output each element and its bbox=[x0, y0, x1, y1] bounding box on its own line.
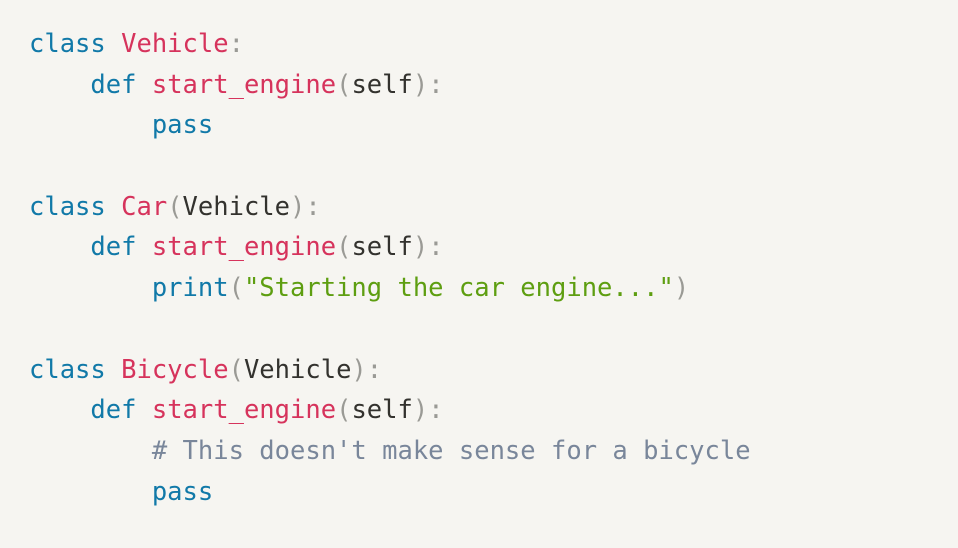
code-line-8 bbox=[29, 309, 958, 350]
token-plain bbox=[29, 70, 90, 100]
token-name: self bbox=[351, 232, 413, 263]
token-punct: ) bbox=[412, 395, 429, 426]
token-punct: : bbox=[428, 69, 444, 100]
token-plain bbox=[136, 232, 151, 262]
token-keyword: pass bbox=[151, 110, 214, 141]
token-plain bbox=[136, 70, 151, 100]
code-line-11: # This doesn't make sense for a bicycle bbox=[29, 431, 958, 472]
code-line-9: class Bicycle(Vehicle): bbox=[29, 350, 958, 391]
token-funcname: start_engine bbox=[151, 395, 337, 426]
token-punct: : bbox=[228, 29, 244, 59]
token-plain bbox=[106, 355, 121, 385]
code-line-12: pass bbox=[29, 472, 958, 513]
token-name: self bbox=[351, 395, 413, 426]
code-line-6: def start_engine(self): bbox=[29, 227, 958, 268]
token-keyword: def bbox=[90, 69, 137, 100]
token-plain bbox=[29, 395, 90, 425]
token-keyword: def bbox=[90, 395, 137, 426]
token-plain bbox=[136, 395, 151, 425]
token-punct: ( bbox=[336, 69, 352, 100]
token-keyword: class bbox=[29, 191, 106, 222]
code-line-2: def start_engine(self): bbox=[29, 65, 958, 106]
token-name: self bbox=[351, 69, 413, 100]
token-punct: : bbox=[428, 395, 444, 426]
token-punct: ( bbox=[228, 273, 244, 304]
token-punct: : bbox=[366, 354, 383, 385]
token-string: "Starting the car engine..." bbox=[243, 273, 674, 304]
token-plain bbox=[29, 110, 152, 140]
token-punct: ) bbox=[412, 232, 429, 263]
token-punct: : bbox=[428, 232, 444, 263]
token-punct: ) bbox=[290, 191, 306, 222]
token-plain bbox=[29, 477, 152, 507]
code-line-5: class Car(Vehicle): bbox=[29, 187, 958, 228]
token-plain bbox=[106, 192, 121, 222]
token-plain bbox=[29, 436, 152, 466]
token-keyword: class bbox=[29, 354, 106, 385]
code-line-3: pass bbox=[29, 105, 958, 146]
token-classname: Vehicle bbox=[121, 29, 229, 59]
token-keyword: class bbox=[29, 29, 106, 59]
token-plain bbox=[106, 29, 121, 59]
token-keyword: pass bbox=[151, 476, 214, 507]
token-punct: ( bbox=[336, 232, 352, 263]
token-name: Vehicle bbox=[182, 191, 291, 222]
token-funcname: start_engine bbox=[151, 69, 337, 100]
token-punct: ) bbox=[412, 69, 429, 100]
token-classname: Car bbox=[121, 191, 168, 222]
token-plain bbox=[29, 232, 90, 262]
token-funcname: start_engine bbox=[151, 232, 337, 263]
token-keyword: def bbox=[90, 232, 137, 263]
token-punct: ( bbox=[336, 395, 352, 426]
token-classname: Bicycle bbox=[121, 354, 229, 385]
code-line-4 bbox=[29, 146, 958, 187]
code-line-10: def start_engine(self): bbox=[29, 390, 958, 431]
token-punct: ( bbox=[167, 191, 183, 222]
token-name: Vehicle bbox=[243, 354, 352, 385]
token-punct: ) bbox=[351, 354, 367, 385]
token-punct: ( bbox=[228, 354, 244, 385]
token-comment: # This doesn't make sense for a bicycle bbox=[151, 435, 751, 466]
token-plain bbox=[29, 273, 152, 303]
token-punct: : bbox=[305, 191, 321, 222]
code-line-1: class Vehicle: bbox=[29, 24, 958, 65]
token-builtin: print bbox=[151, 273, 229, 304]
token-punct: ) bbox=[673, 273, 690, 304]
code-line-7: print("Starting the car engine...") bbox=[29, 268, 958, 309]
